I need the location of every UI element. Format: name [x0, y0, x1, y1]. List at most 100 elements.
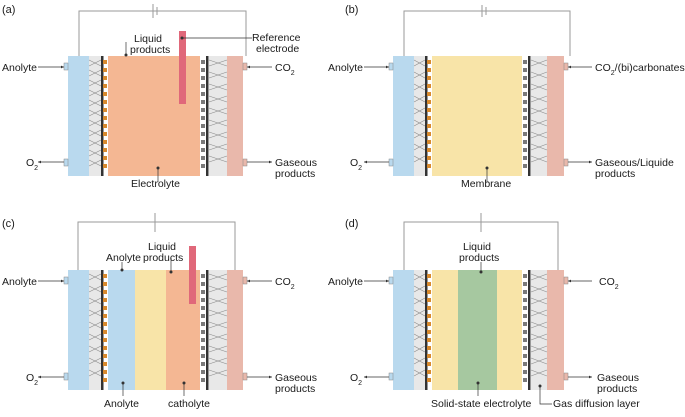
anolyte-compartment	[108, 270, 135, 390]
co2-label: CO2	[275, 62, 295, 77]
anolyte-label: Anolyte	[2, 62, 37, 74]
anode-gdl-texture	[88, 59, 102, 167]
reference-electrode-bar	[189, 246, 196, 304]
anolyte-chamber	[393, 56, 414, 176]
anode-gdl-texture	[413, 59, 426, 163]
gas-outlet-port	[563, 158, 569, 167]
co2-label: CO2	[275, 276, 295, 291]
membrane	[135, 270, 166, 390]
gaseous-liquide-label-2: products	[595, 168, 635, 180]
liquid-products-label-1: Liquid	[148, 241, 176, 253]
oxygen-label: O2	[26, 157, 38, 172]
leader-dot	[169, 270, 173, 274]
oxygen-outlet-port	[388, 158, 394, 167]
leader-dot	[479, 270, 483, 274]
anode-gdl	[414, 56, 425, 176]
gas-outlet-port	[242, 372, 248, 381]
membrane-label: Membrane	[461, 178, 511, 190]
reference-electrode-bar	[179, 31, 186, 104]
gaseous-products-label-1: Gaseous	[597, 372, 639, 384]
anion-membrane	[432, 270, 458, 390]
anolyte-label: Anolyte	[328, 276, 363, 288]
co2-inlet-port	[563, 62, 569, 71]
co2-inlet-port	[242, 62, 248, 71]
liquid-products-label-2: products	[143, 252, 183, 264]
gaseous-products-label-1: Gaseous	[275, 157, 317, 169]
cation-membrane	[497, 270, 522, 390]
external-circuit-wire	[77, 221, 236, 270]
gaseous-liquide-label-1: Gaseous/Liquide	[595, 157, 674, 169]
anode-gdl-texture	[413, 273, 426, 377]
gaseous-products-label-2: products	[275, 383, 315, 395]
cathode-electrode	[528, 270, 531, 390]
leader-dot	[182, 381, 186, 385]
electrolyte-chamber	[108, 56, 200, 176]
anolyte-label: Anolyte	[2, 276, 37, 288]
cathode-gdl	[531, 270, 547, 390]
external-circuit-wire	[403, 10, 571, 56]
anode-electrode	[101, 270, 104, 390]
co2-bicarbonates-label: CO2/(bi)carbonates	[595, 62, 685, 77]
liquid-products-label-1: Liquid	[463, 241, 491, 253]
gaseous-products-label-1: Gaseous	[275, 372, 317, 384]
cathode-gdl-texture	[208, 273, 228, 377]
anode-gdl	[89, 56, 101, 176]
cathode-electrode	[528, 56, 531, 176]
leader-dot	[538, 384, 542, 388]
liquid-products-label-2: products	[130, 44, 170, 56]
oxygen-label: O2	[350, 157, 362, 172]
anode-electrode	[425, 56, 428, 176]
leader-dot	[156, 166, 160, 170]
leader-dot	[124, 53, 128, 57]
catholyte-label: catholyte	[168, 398, 210, 410]
anode-gdl	[414, 270, 425, 390]
anode-gdl	[89, 270, 101, 390]
panel-d: (d) Liquid products Solid-state electrol…	[328, 213, 640, 410]
oxygen-label: O2	[350, 372, 362, 387]
cathode-gdl-texture	[530, 273, 548, 377]
gaseous-products-label-2: products	[275, 168, 315, 180]
anolyte-label: Anolyte	[328, 62, 363, 74]
anolyte-inlet-port	[388, 62, 394, 71]
gas-chamber	[547, 56, 564, 176]
reference-electrode-label-1: Reference	[252, 32, 301, 44]
cathode-gdl-texture	[530, 59, 548, 163]
anolyte-inlet-port	[63, 276, 69, 285]
gas-chamber	[547, 270, 564, 390]
panel-a: (a) Reference electrode Liquid	[2, 4, 317, 190]
reference-electrode-label-2: electrode	[256, 43, 299, 55]
leader-dot	[476, 381, 480, 385]
co2-inlet-port	[242, 276, 248, 285]
anolyte-chamber	[68, 56, 89, 176]
anolyte-bottom-label: Anolyte	[104, 398, 139, 410]
oxygen-outlet-port	[388, 372, 394, 381]
leader-dot	[180, 36, 184, 40]
oxygen-label: O2	[26, 372, 38, 387]
panel-a-label: (a)	[2, 4, 15, 16]
cathode-gdl	[531, 56, 547, 176]
solid-state-electrolyte-label: Solid-state electrolyte	[431, 398, 532, 410]
gaseous-products-label-2: products	[597, 383, 637, 395]
leader-dot	[121, 381, 125, 385]
anolyte-inlet-port	[63, 62, 69, 71]
leader-dot	[120, 268, 124, 272]
anolyte-chamber	[393, 270, 414, 390]
co2-inlet-port	[563, 276, 569, 285]
gas-diffusion-layer-leader	[539, 386, 552, 405]
gas-chamber	[227, 56, 243, 176]
panel-c-label: (c)	[2, 218, 15, 230]
oxygen-outlet-port	[63, 158, 69, 167]
liquid-products-label-1: Liquid	[134, 33, 162, 45]
gas-chamber	[227, 270, 243, 390]
anolyte-chamber	[68, 270, 89, 390]
cathode-gdl-texture	[208, 59, 228, 163]
membrane	[432, 56, 522, 176]
anode-electrode	[101, 56, 104, 176]
liquid-products-label-2: products	[459, 252, 499, 264]
gas-outlet-port	[563, 372, 569, 381]
leader-dot	[485, 166, 489, 170]
anode-electrode	[425, 270, 428, 390]
oxygen-outlet-port	[63, 372, 69, 381]
panel-b: (b) Membrane Anolyte O2 CO2/(bi	[328, 4, 685, 190]
